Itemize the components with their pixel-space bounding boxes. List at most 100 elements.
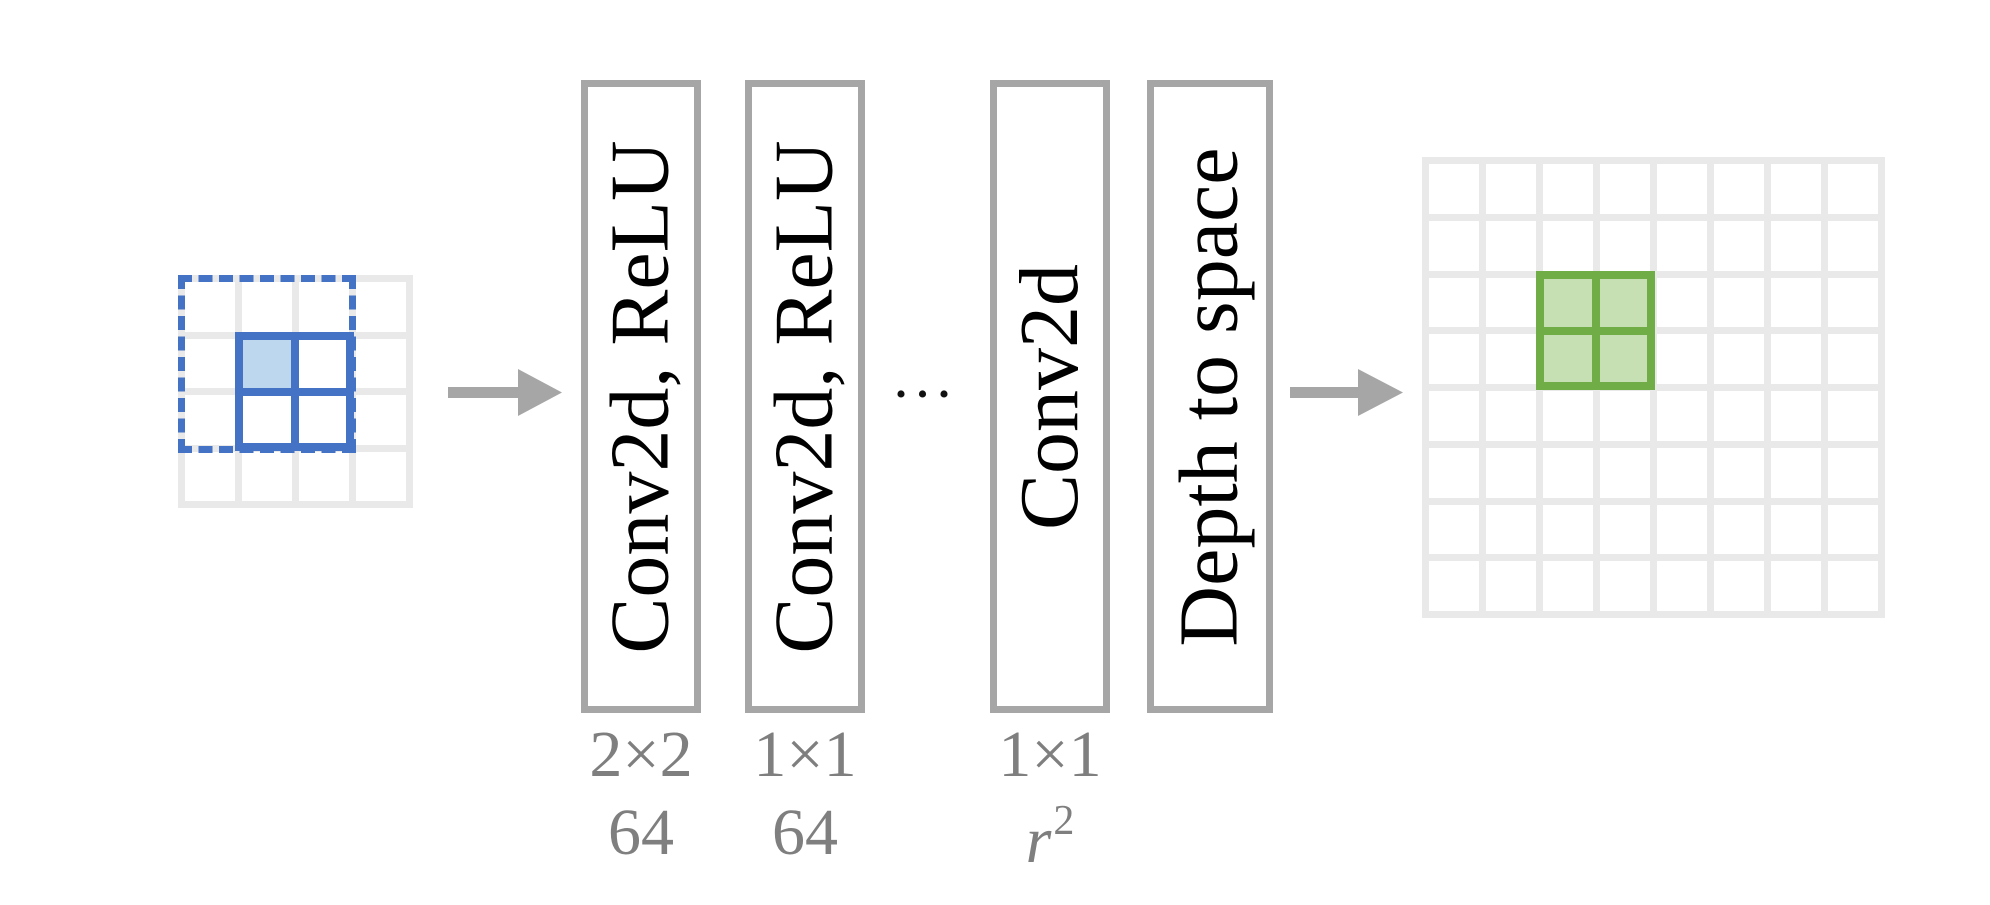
output-patch-cell [1599,279,1647,327]
kernel-label-conv2: 1×1 [753,718,857,791]
layer-box-label: Conv2d, ReLU [594,139,687,654]
grid-cell [1771,164,1821,214]
filters-label-conv-final: r2 [970,800,1130,874]
grid-cell [242,451,292,501]
grid-cell [1714,334,1764,384]
grid-cell [1429,561,1479,611]
grid-cell [1771,220,1821,271]
grid-cell [242,282,292,332]
grid-cell [1771,277,1821,328]
grid-cell [1429,334,1479,384]
grid-cell [1657,334,1707,384]
grid-cell [1429,164,1479,214]
grid-cell [1486,447,1536,498]
grid-cell [1486,220,1536,271]
filters-label-conv1: 64 [608,796,674,869]
grid-cell [1771,561,1821,611]
grid-cell [299,282,349,332]
grid-cell [1600,220,1650,271]
grid-cell [185,282,235,332]
grid-cell [1657,504,1707,555]
grid-cell [1714,504,1764,555]
grid-cell [185,451,235,501]
grid-cell [1828,391,1878,441]
grid-cell [1771,391,1821,441]
output-patch-cell [1599,334,1647,382]
grid-cell [1714,277,1764,328]
grid-cell [356,338,406,388]
grid-cell [1429,447,1479,498]
output-patch-highlight [1536,271,1655,390]
grid-cell [1600,391,1650,441]
input-patch-cell [298,340,346,388]
grid-cell [1486,277,1536,328]
grid-cell [1828,277,1878,328]
grid-cell [1657,561,1707,611]
input-patch-cell [243,395,291,443]
ellipsis-dots: ••• [895,378,961,411]
grid-cell [1600,561,1650,611]
grid-cell [1429,277,1479,328]
grid-cell [1771,447,1821,498]
arrow-input-to-network-icon [448,369,562,416]
input-patch-cell [298,395,346,443]
layer-box-label: Conv2d [1003,263,1096,530]
output-patch-cell [1544,334,1592,382]
grid-cell [1543,220,1593,271]
filters-r-symbol: r [1025,804,1052,877]
grid-cell [1714,561,1764,611]
grid-cell [1657,447,1707,498]
grid-cell [1828,220,1878,271]
output-patch-cell [1544,279,1592,327]
grid-cell [1771,504,1821,555]
grid-cell [1486,504,1536,555]
layer-box-conv2: Conv2d, ReLU [745,80,865,713]
layer-box-conv1: Conv2d, ReLU [581,80,701,713]
grid-cell [1543,447,1593,498]
input-patch-cell-filled [243,340,291,388]
grid-cell [1714,447,1764,498]
filters-label-conv2: 64 [772,796,838,869]
grid-cell [1543,504,1593,555]
grid-cell [1600,504,1650,555]
grid-cell [1486,334,1536,384]
grid-cell [1429,504,1479,555]
grid-cell [1657,220,1707,271]
grid-cell [1828,504,1878,555]
layer-box-label: Conv2d, ReLU [758,139,851,654]
grid-cell [1714,220,1764,271]
kernel-label-conv-final: 1×1 [998,718,1102,791]
grid-cell [299,451,349,501]
grid-cell [1828,447,1878,498]
grid-cell [356,282,406,332]
grid-cell [1543,391,1593,441]
kernel-label-conv1: 2×2 [589,718,693,791]
grid-cell [1486,561,1536,611]
grid-cell [1429,220,1479,271]
grid-cell [1486,391,1536,441]
grid-cell [356,395,406,445]
grid-cell [1828,334,1878,384]
grid-cell [1657,277,1707,328]
grid-cell [185,338,235,388]
grid-cell [185,395,235,445]
input-patch-highlight [235,332,354,451]
layer-box-depth-to-space: Depth to space [1147,80,1273,713]
grid-cell [1657,164,1707,214]
grid-cell [1543,561,1593,611]
grid-cell [1600,447,1650,498]
grid-cell [1714,164,1764,214]
grid-cell [1771,334,1821,384]
grid-cell [1429,391,1479,441]
layer-box-conv-final: Conv2d [990,80,1110,713]
grid-cell [1600,164,1650,214]
grid-cell [1543,164,1593,214]
grid-cell [1657,391,1707,441]
grid-cell [1828,561,1878,611]
layer-box-label: Depth to space [1163,146,1257,647]
grid-cell [356,451,406,501]
filters-r-exponent: 2 [1053,798,1075,844]
grid-cell [1486,164,1536,214]
arrow-network-to-output-icon [1290,369,1403,416]
